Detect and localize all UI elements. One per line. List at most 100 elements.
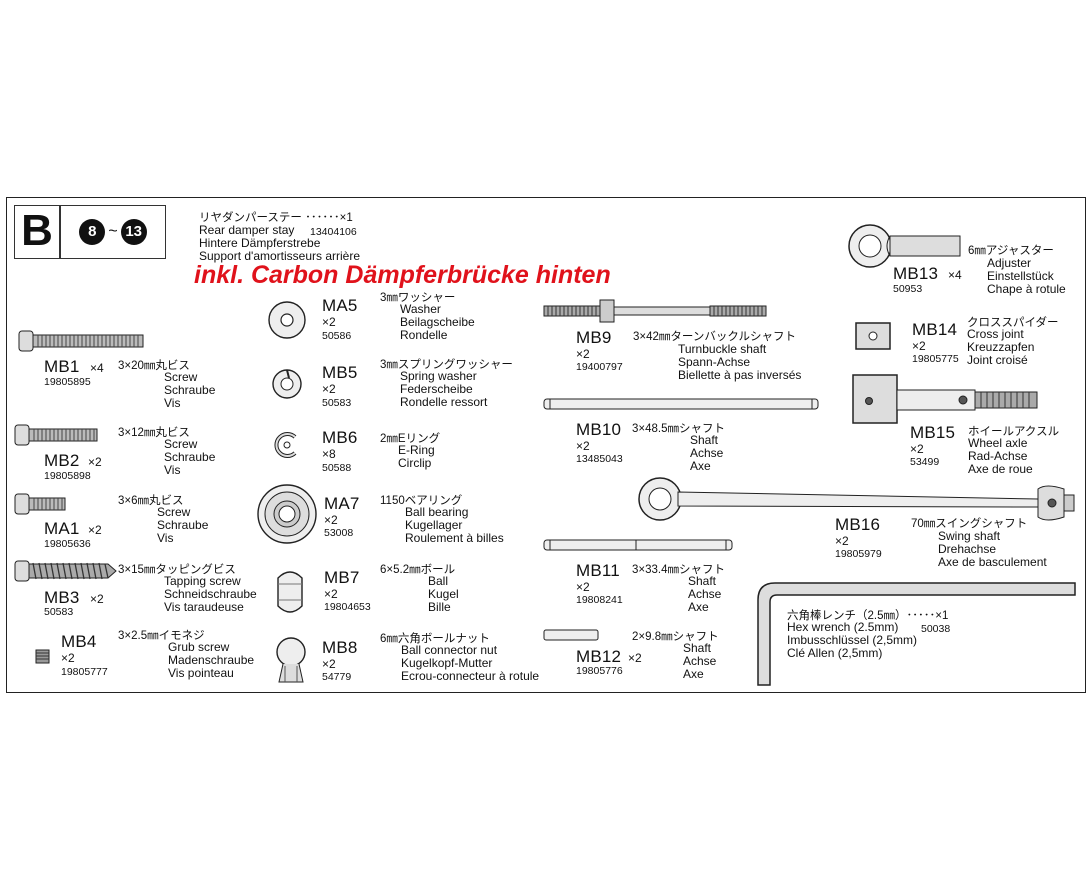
ma5-num: 50586 <box>322 330 352 342</box>
mb8-jp: 6㎜六角ボールナット <box>380 633 490 645</box>
mb5-spring-washer-drawing <box>270 367 304 401</box>
ma5-washer-drawing <box>266 299 308 341</box>
mb5-fr: Rondelle ressort <box>400 395 488 409</box>
hex-wrench-drawing <box>755 578 1079 688</box>
mb13-num: 50953 <box>893 283 923 295</box>
mb16-num: 19805979 <box>835 548 882 560</box>
mb9-code: MB9 <box>576 328 612 347</box>
mb15-code: MB15 <box>910 423 956 442</box>
ma7-en: Ball bearing <box>405 505 469 519</box>
mb3-tapping-screw-drawing <box>14 558 118 584</box>
ma7-fr: Roulement à billes <box>405 531 504 545</box>
ma7-code: MA7 <box>324 494 360 513</box>
ma5-fr: Rondelle <box>400 328 448 342</box>
stay-jp: リヤダンパーステー ･･････×1 <box>199 212 353 224</box>
mb13-de: Einstellstück <box>987 269 1054 283</box>
mb2-code: MB2 <box>44 451 80 470</box>
ma7-ball-bearing-drawing <box>256 483 318 545</box>
mb7-code: MB7 <box>324 568 360 587</box>
mb10-en: Shaft <box>690 433 719 447</box>
mb6-jp: 2㎜Eリング <box>380 433 441 445</box>
mb4-grub-screw-drawing <box>34 648 52 666</box>
step-to-badge: 13 <box>120 219 147 245</box>
mb3-code: MB3 <box>44 588 80 607</box>
ma1-num: 19805636 <box>44 538 91 550</box>
mb8-ball-nut-drawing <box>273 636 309 686</box>
ma5-qty: ×2 <box>322 315 336 329</box>
mb13-fr: Chape à rotule <box>987 282 1066 296</box>
mb11-qty: ×2 <box>576 580 590 594</box>
mb10-jp: 3×48.5㎜シャフト <box>632 423 725 435</box>
mb10-shaft-drawing <box>542 396 820 412</box>
mb4-qty: ×2 <box>61 651 75 665</box>
ma1-jp: 3×6㎜丸ビス <box>118 495 184 507</box>
mb4-num: 19805777 <box>61 666 108 678</box>
mb16-swing-shaft-drawing <box>634 475 1078 531</box>
wrench-en: Hex wrench (2.5mm) <box>787 620 899 634</box>
ma5-de: Beilagscheibe <box>400 315 475 329</box>
mb16-code: MB16 <box>835 515 881 534</box>
wrench-num: 50038 <box>921 623 951 635</box>
mb6-num: 50588 <box>322 462 352 474</box>
mb6-e-ring-drawing <box>272 430 302 460</box>
mb1-jp: 3×20㎜丸ビス <box>118 360 190 372</box>
mb15-de: Rad-Achse <box>968 449 1028 463</box>
ma1-qty: ×2 <box>88 523 102 537</box>
wrench-de: Imbusschlüssel (2,5mm) <box>787 633 918 647</box>
mb8-num: 54779 <box>322 671 352 683</box>
mb10-fr: Axe <box>690 459 711 473</box>
mb9-fr: Biellette à pas inversés <box>678 368 802 382</box>
mb1-en: Screw <box>164 370 198 384</box>
mb9-de: Spann-Achse <box>678 355 751 369</box>
ma5-code: MA5 <box>322 296 358 315</box>
mb12-code: MB12 <box>576 647 622 666</box>
mb2-num: 19805898 <box>44 470 91 482</box>
mb4-en: Grub screw <box>168 640 230 654</box>
ma1-en: Screw <box>157 505 191 519</box>
mb4-fr: Vis pointeau <box>168 666 234 680</box>
mb12-num: 19805776 <box>576 665 623 677</box>
ma7-de: Kugellager <box>405 518 463 532</box>
mb3-de: Schneidschraube <box>164 587 257 601</box>
mb3-num: 50583 <box>44 606 74 618</box>
mb13-qty: ×4 <box>948 268 962 282</box>
mb4-jp: 3×2.5㎜イモネジ <box>118 630 205 642</box>
ma1-screw-drawing <box>14 491 68 517</box>
mb11-num: 19808241 <box>576 594 623 606</box>
mb16-qty: ×2 <box>835 534 849 548</box>
mb4-de: Madenschraube <box>168 653 255 667</box>
ma7-num: 53008 <box>324 527 354 539</box>
mb12-fr: Axe <box>683 667 704 681</box>
mb12-de: Achse <box>683 654 717 668</box>
mb8-qty: ×2 <box>322 657 336 671</box>
mb14-qty: ×2 <box>912 339 926 353</box>
mb2-fr: Vis <box>164 463 181 477</box>
stay-en: Rear damper stay <box>199 223 295 237</box>
mb15-wheel-axle-drawing <box>851 373 1041 425</box>
mb12-shaft-drawing <box>542 628 600 642</box>
mb12-en: Shaft <box>683 641 712 655</box>
mb7-num: 19804653 <box>324 601 371 613</box>
mb9-qty: ×2 <box>576 347 590 361</box>
ma1-fr: Vis <box>157 531 174 545</box>
mb16-jp: 70㎜スイングシャフト <box>911 518 1028 530</box>
mb13-en: Adjuster <box>987 256 1032 270</box>
wrench-fr: Clé Allen (2,5mm) <box>787 646 883 660</box>
mb16-en: Swing shaft <box>938 529 1001 543</box>
mb3-fr: Vis taraudeuse <box>164 600 244 614</box>
step-range-box: 8 ~ 13 <box>60 205 166 259</box>
mb6-code: MB6 <box>322 428 358 447</box>
mb1-code: MB1 <box>44 357 80 376</box>
mb15-qty: ×2 <box>910 442 924 456</box>
stay-de: Hintere Dämpferstrebe <box>199 236 321 250</box>
stay-num: 13404106 <box>310 226 357 238</box>
mb11-shaft-drawing <box>542 537 734 553</box>
mb15-num: 53499 <box>910 456 940 468</box>
mb3-qty: ×2 <box>90 592 104 606</box>
mb7-fr: Bille <box>428 600 451 614</box>
mb15-en: Wheel axle <box>968 436 1028 450</box>
mb1-de: Schraube <box>164 383 216 397</box>
mb14-num: 19805775 <box>912 353 959 365</box>
mb2-jp: 3×12㎜丸ビス <box>118 427 190 439</box>
mb12-jp: 2×9.8㎜シャフト <box>632 631 719 643</box>
